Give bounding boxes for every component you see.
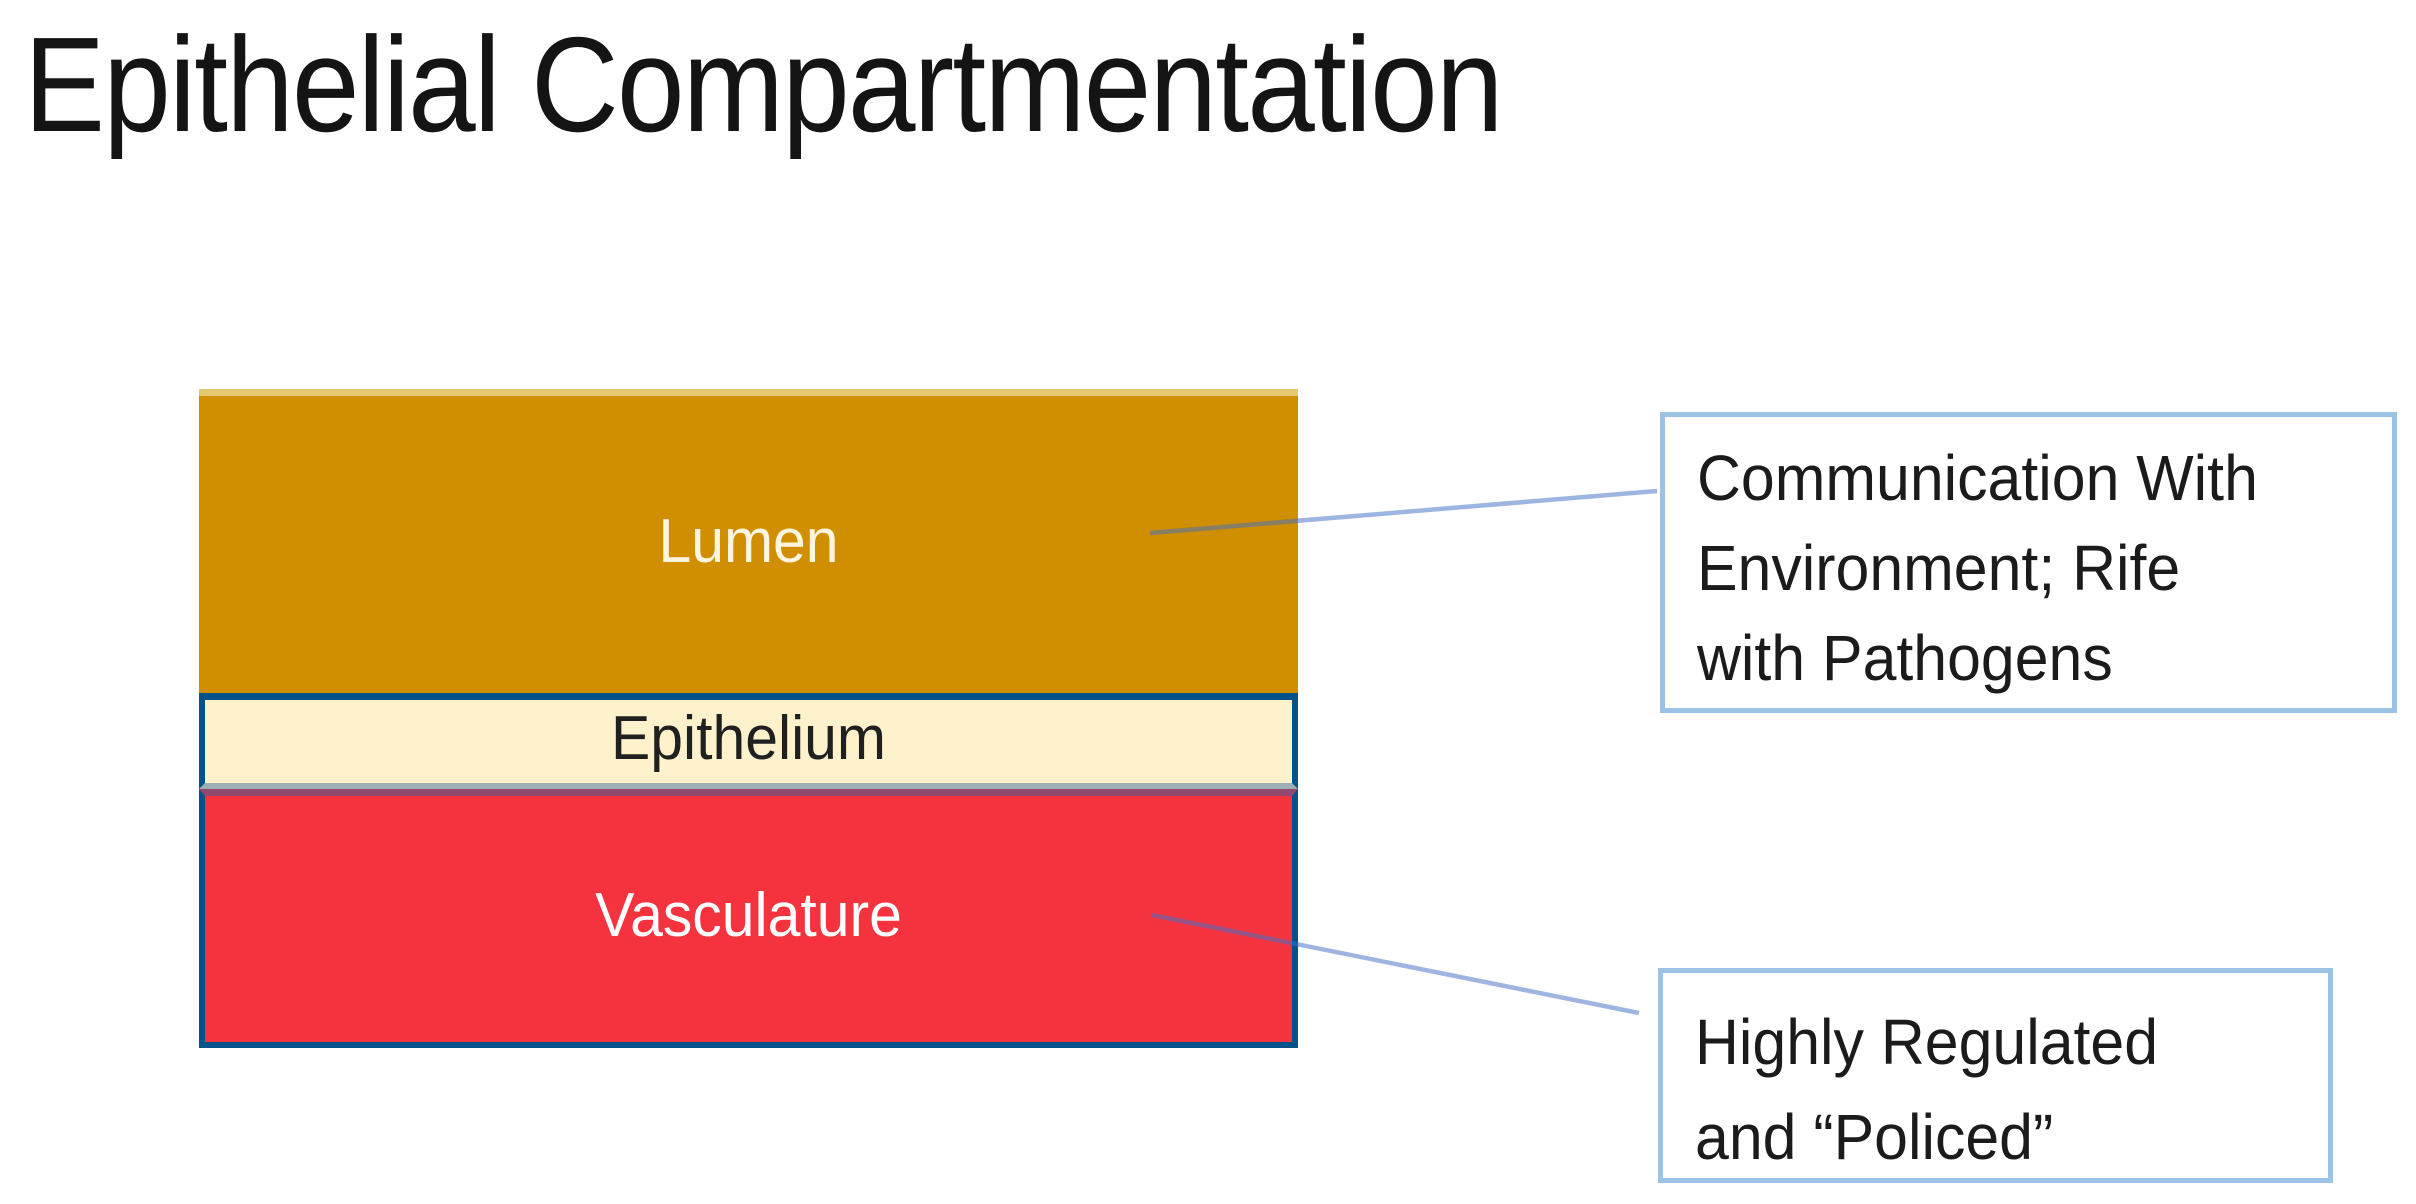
page-title: Epithelial Compartmentation — [24, 9, 1503, 160]
callout-text-line: Environment; Rife — [1697, 532, 2181, 604]
lumen-callout-box: Communication With Environment; Rife wit… — [1660, 412, 2397, 713]
callout-text-line: Communication With — [1697, 442, 2258, 514]
lumen-label: Lumen — [658, 506, 839, 576]
vasculature-callout-box: Highly Regulated and “Policed” — [1658, 968, 2333, 1183]
lumen-top-highlight — [199, 389, 1298, 396]
vasculature-label: Vasculature — [595, 881, 902, 950]
callout-text-line: with Pathogens — [1697, 622, 2113, 694]
epithelium-label: Epithelium — [610, 703, 886, 773]
compartment-stack: Lumen Epithelium Vasculature — [199, 389, 1298, 1048]
callout-text-line: and “Policed” — [1695, 1101, 2054, 1173]
callout-text-line: Highly Regulated — [1695, 1006, 2159, 1078]
lumen-layer — [199, 389, 1298, 693]
epithelium-layer — [199, 693, 1298, 789]
